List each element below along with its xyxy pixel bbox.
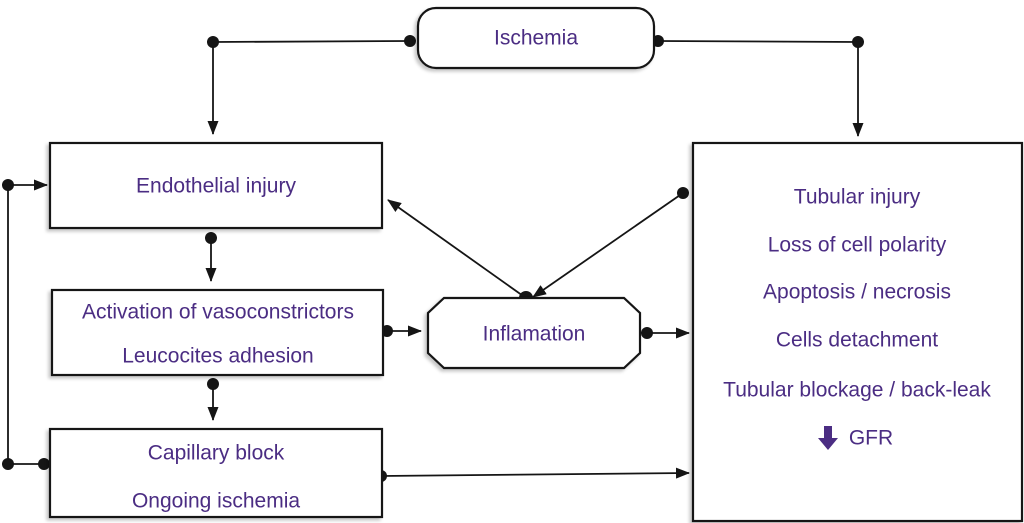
junction-dot (2, 458, 14, 470)
node-capillary-block: Capillary block Ongoing ischemia (48, 427, 384, 519)
nodes: Ischemia Endothelial injury Activation o… (48, 6, 1024, 523)
tubular-injury-box (691, 141, 1024, 523)
inflammation-octagon (426, 296, 642, 370)
tubular-injury-line5: Tubular blockage / back-leak (723, 379, 991, 402)
ischemia-box (416, 6, 656, 70)
edge-inflammation-to-endothelial (387, 199, 527, 299)
junction-dot (207, 378, 219, 390)
capillary-block-line1: Capillary block (148, 442, 285, 465)
tubular-injury-line4: Cells detachment (776, 329, 938, 352)
node-inflammation: Inflamation (426, 296, 642, 370)
vasoconstrictors-line2: Leucocites adhesion (122, 345, 313, 368)
vasoconstrictors-line1: Activation of vasoconstrictors (82, 301, 354, 324)
junction-dot (641, 327, 653, 339)
capillary-block-line2: Ongoing ischemia (132, 490, 300, 513)
edge-tubular-to-inflammation (532, 192, 684, 298)
gfr-label: GFR (849, 427, 893, 450)
node-ischemia: Ischemia (416, 6, 656, 70)
edge-capillary-feedback-to-endothelial (7, 179, 48, 465)
node-tubular-injury: Tubular injury Loss of cell polarity Apo… (691, 141, 1024, 523)
node-vasoconstrictors: Activation of vasoconstrictors Leucocite… (50, 288, 385, 377)
edge-capillary-to-tubular (380, 467, 690, 479)
ischemia-label: Ischemia (494, 27, 578, 50)
vasoconstrictors-box (50, 288, 385, 377)
endothelial-injury-label: Endothelial injury (136, 175, 296, 198)
node-endothelial-injury: Endothelial injury (48, 141, 384, 230)
bold-down-arrow-icon (818, 426, 838, 450)
junction-dot (207, 36, 219, 48)
tubular-injury-line1: Tubular injury (794, 186, 921, 209)
tubular-injury-line2: Loss of cell polarity (768, 234, 947, 257)
edge-ischemia-to-tubular (657, 40, 864, 137)
endothelial-injury-box (48, 141, 384, 230)
inflammation-label: Inflamation (483, 323, 586, 346)
junction-dot (852, 36, 864, 48)
edge-ischemia-to-endothelial (207, 40, 411, 135)
tubular-injury-line3: Apoptosis / necrosis (763, 281, 951, 304)
junction-dot (404, 35, 416, 47)
capillary-block-box (48, 427, 384, 519)
junction-dot (205, 232, 217, 244)
junction-dot (2, 179, 14, 191)
junction-dot (677, 187, 689, 199)
junction-dot (38, 458, 50, 470)
